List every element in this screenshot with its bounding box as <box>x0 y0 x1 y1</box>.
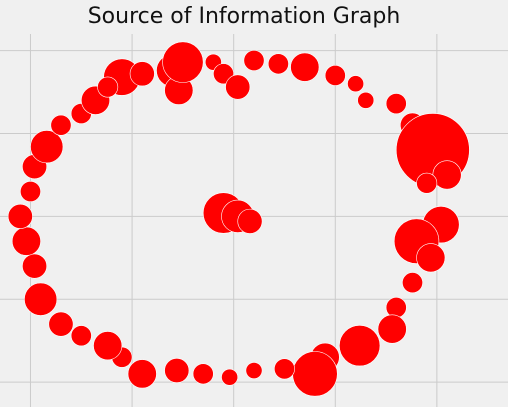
scatter-point <box>339 325 381 367</box>
scatter-point <box>192 363 214 385</box>
scatter-point <box>164 358 190 384</box>
scatter-point <box>357 91 375 109</box>
markers <box>7 41 470 397</box>
chart-title: Source of Information Graph <box>87 4 401 29</box>
scatter-point <box>30 130 64 164</box>
scatter-point <box>385 297 407 318</box>
scatter-point <box>237 208 263 234</box>
scatter-point <box>385 93 407 115</box>
scatter-point <box>402 272 423 294</box>
scatter-point <box>347 75 365 93</box>
scatter-point <box>292 351 338 397</box>
scatter-point <box>24 282 58 316</box>
scatter-point <box>70 325 92 347</box>
scatter-point <box>274 358 295 380</box>
scatter-point <box>20 181 41 202</box>
scatter-point <box>267 53 289 75</box>
scatter-point <box>290 52 320 82</box>
scatter-point <box>416 172 438 194</box>
scatter-point <box>243 50 265 71</box>
scatter-point <box>22 253 48 279</box>
scatter-point <box>245 362 263 379</box>
scatter-point <box>324 64 346 86</box>
scatter-point <box>127 359 157 389</box>
scatter-point <box>97 76 119 98</box>
scatter-point <box>162 41 204 83</box>
scatter-point <box>50 114 72 136</box>
scatter-point <box>225 74 251 100</box>
scatter-point <box>221 368 239 386</box>
scatter-point <box>129 61 155 87</box>
scatter-point <box>11 226 41 256</box>
scatter-point <box>48 311 74 337</box>
scatter-point <box>93 331 123 361</box>
scatter-point <box>7 203 33 229</box>
scatter-point <box>432 160 462 190</box>
scatter-point <box>416 243 446 273</box>
scatter-point <box>377 314 407 344</box>
